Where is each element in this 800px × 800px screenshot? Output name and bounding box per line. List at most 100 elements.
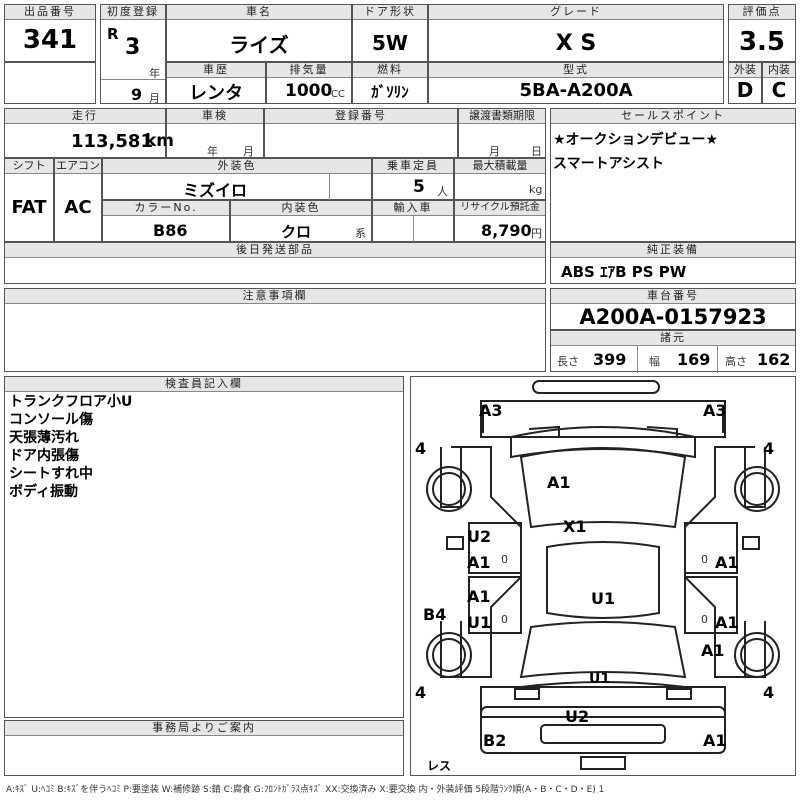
shift: FAT (11, 197, 47, 218)
mileage: 113,581 (71, 131, 153, 152)
damage-mark: A1 (703, 731, 727, 750)
model: 5BA-A200A (519, 80, 633, 101)
recycle-label: リサイクル預託金 (455, 201, 545, 216)
history-label: 車歴 (167, 63, 265, 78)
interior-grade: C (771, 78, 787, 102)
grade: X S (555, 31, 597, 56)
door-box: ドア形状 5W (352, 4, 428, 62)
chassis-box: 車台番号 A200A-0157923 (550, 288, 796, 330)
exterior-grade: D (736, 78, 754, 102)
zero-mark: 0 (701, 553, 708, 566)
sales-point-item: ★オークションデビュー★ (553, 132, 719, 148)
damage-mark: A1 (715, 553, 739, 572)
tire-tread-mark: 4 (763, 439, 775, 458)
spare-tire-mark: レス (427, 759, 452, 773)
inspector-note: ボディ振動 (9, 484, 79, 500)
height: 162 (757, 350, 791, 369)
interior-box: 内装 C (762, 62, 796, 104)
later-parts-box: 後日発送部品 (4, 242, 546, 284)
grade-box: グレード X S (428, 4, 724, 62)
grade-label: グレード (429, 5, 723, 20)
color-number-label: カラーNo. (103, 201, 229, 216)
later-parts-label: 後日発送部品 (5, 243, 545, 258)
transfer-docs-box: 譲渡書類期限 月 日 (458, 108, 546, 158)
damage-mark: A1 (467, 587, 491, 606)
color-number: B86 (153, 221, 188, 240)
inspector-note: シートすれ中 (9, 466, 93, 482)
recycle-box: リサイクル預託金 8,790 円 (454, 200, 546, 242)
legend: A:ｷｽﾞ U:ﾍｺﾐ B:ｷｽﾞを伴うﾍｺﾐ P:要塗装 W:補修跡 S:錆 … (6, 785, 605, 795)
inspection-year-unit: 年 (207, 145, 218, 158)
zero-mark: 0 (701, 613, 708, 626)
displacement-box: 排気量 1000 CC (266, 62, 352, 104)
first-registration-label: 初度登録 (101, 5, 165, 20)
divider (413, 215, 414, 243)
history-box: 車歴 レンタ (166, 62, 266, 104)
zero-mark: 0 (501, 613, 508, 626)
inspector-notes-box: 検査員記入欄 トランクフロア小U コンソール傷 天張薄汚れ ドア内張傷 シートす… (4, 376, 404, 718)
max-load-box: 最大積載量 kg (454, 158, 546, 200)
inspection-month-unit: 月 (243, 145, 254, 158)
transfer-month-unit: 月 (489, 145, 500, 158)
sales-point-item: スマートアシスト (553, 156, 665, 172)
interior-color-box: 内装色 クロ 系 (230, 200, 372, 242)
interior-color: クロ (281, 223, 312, 241)
reg-year: 3 (125, 35, 141, 60)
score: 3.5 (738, 27, 786, 57)
office-notice-label: 事務局よりご案内 (5, 721, 403, 736)
capacity: 5 (413, 177, 425, 197)
color-number-box: カラーNo. B86 (102, 200, 230, 242)
damage-mark: A1 (701, 641, 725, 660)
model-label: 型式 (429, 63, 723, 78)
capacity-box: 乗車定員 5 人 (372, 158, 454, 200)
inspector-note: コンソール傷 (9, 412, 93, 428)
tire-tread-mark: 4 (415, 683, 427, 702)
caution-box: 注意事項欄 (4, 288, 546, 372)
month-unit: 月 (149, 92, 160, 105)
interior-color-unit: 系 (355, 227, 366, 240)
divider (101, 79, 165, 80)
equipment-label: 純正装備 (551, 243, 795, 258)
lot-number: 341 (22, 25, 78, 55)
door-type: 5W (372, 31, 408, 55)
interior-label: 内装 (763, 63, 795, 78)
divider (717, 345, 718, 373)
caution-label: 注意事項欄 (5, 289, 545, 304)
reg-month: 9 (131, 85, 143, 104)
lot-number-label: 出品番号 (5, 5, 95, 20)
chassis-number: A200A-0157923 (579, 305, 767, 329)
damage-mark: B2 (483, 731, 507, 750)
damage-mark: U1 (467, 613, 492, 632)
damage-mark: A3 (479, 401, 503, 420)
car-outline (426, 380, 780, 770)
fuel-box: 燃料 ｶﾞｿﾘﾝ (352, 62, 428, 104)
capacity-label: 乗車定員 (373, 159, 453, 174)
registration-number-label: 登録番号 (265, 109, 457, 124)
inspection-box: 車検 年 月 (166, 108, 264, 158)
fuel-label: 燃料 (353, 63, 427, 78)
inspector-note: ドア内張傷 (9, 448, 79, 464)
tire-tread-mark: 4 (763, 683, 775, 702)
max-load-label: 最大積載量 (455, 159, 545, 174)
length-label: 長さ (557, 355, 579, 368)
specs-label: 諸元 (551, 331, 795, 346)
sales-point-box: セールスポイント ★オークションデビュー★ スマートアシスト (550, 108, 796, 242)
equipment: ABS ｴｱB PS PW (561, 263, 687, 281)
tire-tread-mark: 4 (415, 439, 427, 458)
era: R (107, 25, 119, 43)
displacement-label: 排気量 (267, 63, 351, 78)
ac-label: エアコン (55, 159, 101, 174)
interior-color-label: 内装色 (231, 201, 371, 216)
history: レンタ (189, 83, 243, 104)
zero-mark: 0 (501, 553, 508, 566)
inspector-notes-label: 検査員記入欄 (5, 377, 403, 392)
inspector-note: 天張薄汚れ (9, 430, 79, 446)
recycle-unit: 円 (531, 227, 542, 240)
displacement: 1000 (285, 81, 333, 101)
damage-mark: X1 (563, 517, 587, 536)
damage-mark: U1 (589, 671, 611, 687)
width: 169 (677, 350, 711, 369)
color-box: 外装色 ミズイロ (102, 158, 372, 201)
divider (637, 345, 638, 373)
lot-number-extra (4, 62, 96, 104)
